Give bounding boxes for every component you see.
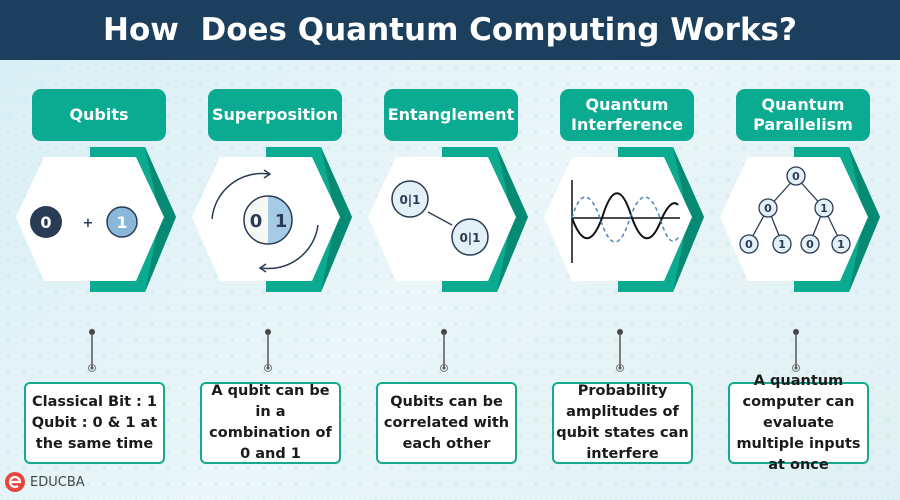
step-description: A quantum computer can evaluate multiple… xyxy=(728,373,869,473)
step-description: Probability amplitudes of qubit states c… xyxy=(552,382,693,464)
hexagon-qubits-icon: 0 + 1 xyxy=(16,147,176,292)
connector xyxy=(616,329,624,372)
step-superposition: Superposition 0 1 A qubit can be in a co… xyxy=(176,60,352,500)
step-label: Entanglement xyxy=(384,89,518,141)
step-qubits: Qubits 0 + 1 Classical Bit : 1 Qubit : 0… xyxy=(0,60,176,500)
page-title: How Does Quantum Computing Works? xyxy=(103,12,797,48)
connector xyxy=(88,329,96,372)
step-label: Qubits xyxy=(32,89,166,141)
step-label: Superposition xyxy=(208,89,342,141)
svg-text:1: 1 xyxy=(778,238,786,251)
hexagon-tree-icon: 0 0 1 0 1 0 1 xyxy=(720,147,880,292)
svg-text:0: 0 xyxy=(250,211,263,232)
step-description: Classical Bit : 1 Qubit : 0 & 1 at the s… xyxy=(24,382,165,464)
step-entanglement: Entanglement 0|1 0|1 Qubits can be corre… xyxy=(352,60,528,500)
svg-text:1: 1 xyxy=(275,211,288,232)
bit-0: 0 xyxy=(40,213,51,232)
svg-text:1: 1 xyxy=(837,238,845,251)
svg-text:0|1: 0|1 xyxy=(399,193,420,207)
bit-1: 1 xyxy=(116,213,127,232)
step-description: A qubit can be in a combination of 0 and… xyxy=(200,382,341,464)
header: How Does Quantum Computing Works? xyxy=(0,0,900,60)
step-quantum-parallelism: Quantum Parallelism 0 0 1 0 1 0 1 A quantum c… xyxy=(704,60,880,500)
connector xyxy=(440,329,448,372)
educba-logo-icon xyxy=(5,472,25,492)
svg-text:0: 0 xyxy=(745,238,753,251)
svg-text:0: 0 xyxy=(806,238,814,251)
hexagon-superposition-icon: 0 1 xyxy=(192,147,352,292)
svg-text:0|1: 0|1 xyxy=(459,231,480,245)
svg-text:1: 1 xyxy=(820,202,828,215)
hexagon-entanglement-icon: 0|1 0|1 xyxy=(368,147,528,292)
svg-text:+: + xyxy=(83,216,94,231)
connector xyxy=(264,329,272,372)
step-label: Quantum Interference xyxy=(560,89,694,141)
svg-text:0: 0 xyxy=(792,170,800,183)
educba-logo: EDUCBA xyxy=(4,471,85,493)
step-label: Quantum Parallelism xyxy=(736,89,870,141)
step-description: Qubits can be correlated with each other xyxy=(376,382,517,464)
connector xyxy=(792,329,800,372)
svg-text:0: 0 xyxy=(764,202,772,215)
logo-text: EDUCBA xyxy=(30,474,85,490)
step-quantum-interference: Quantum Interference Probability amplitu… xyxy=(528,60,704,500)
hexagon-wave-icon xyxy=(544,147,704,292)
